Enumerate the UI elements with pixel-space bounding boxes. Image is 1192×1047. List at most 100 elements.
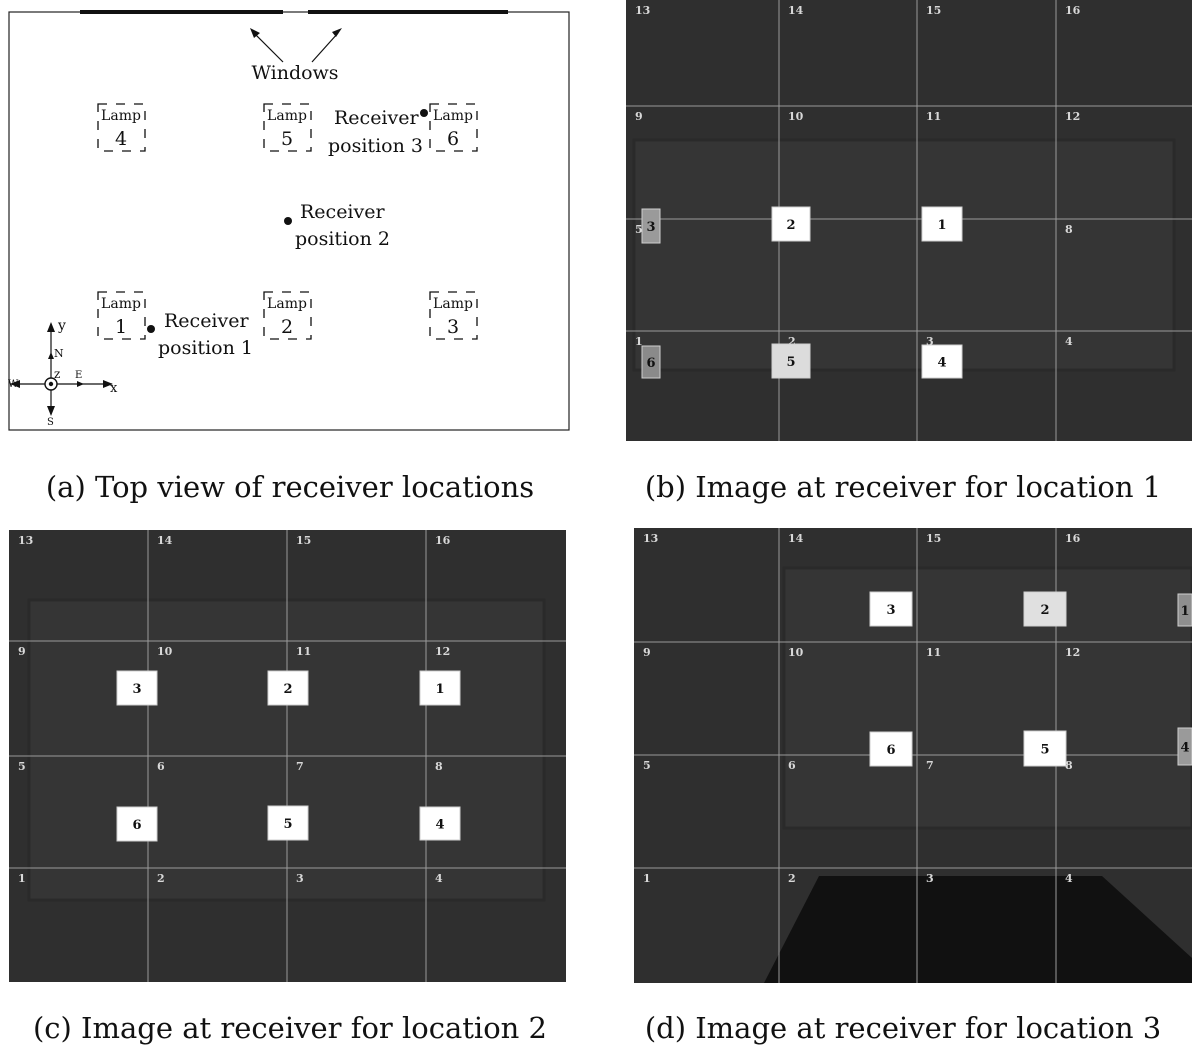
lamp-image-4: 4 — [419, 806, 461, 841]
grid-cell-number: 8 — [1065, 759, 1073, 772]
svg-text:5: 5 — [1040, 743, 1049, 758]
lamp-image-3: 3 — [869, 591, 913, 627]
lamp-image-2: 2 — [1023, 591, 1067, 627]
svg-text:position 2: position 2 — [295, 228, 390, 250]
grid-cell-number: 7 — [926, 759, 934, 772]
svg-text:4: 4 — [115, 128, 127, 150]
svg-text:2: 2 — [281, 316, 293, 338]
grid-cell-number: 11 — [296, 645, 311, 658]
svg-text:Receiver: Receiver — [334, 107, 419, 129]
svg-text:1: 1 — [1180, 604, 1189, 619]
svg-text:6: 6 — [132, 818, 141, 833]
svg-text:1: 1 — [435, 682, 444, 697]
caption-c: (c) Image at receiver for location 2 — [32, 1011, 548, 1045]
svg-text:position 1: position 1 — [158, 337, 253, 359]
grid-cell-number: 16 — [435, 534, 451, 547]
grid-cell-number: 5 — [18, 760, 26, 773]
lamp-5: Lamp 5 — [263, 103, 312, 152]
floor-shadow — [764, 876, 1192, 983]
lamp-image-6: 6 — [641, 345, 661, 379]
grid-cell-number: 11 — [926, 110, 941, 123]
grid-cell-number: 9 — [643, 646, 651, 659]
svg-text:Lamp: Lamp — [267, 108, 307, 124]
svg-text:S: S — [47, 417, 54, 428]
svg-text:1: 1 — [115, 316, 127, 338]
svg-text:Lamp: Lamp — [267, 296, 307, 312]
lamp-image-3: 3 — [116, 670, 158, 706]
lamp-image-2: 2 — [771, 206, 811, 242]
grid-cell-number: 12 — [1065, 110, 1080, 123]
svg-text:Lamp: Lamp — [433, 296, 473, 312]
lamp-image-1: 1 — [1177, 593, 1192, 627]
windows-label: Windows — [251, 62, 338, 84]
lamp-image-1: 1 — [921, 206, 963, 242]
svg-text:2: 2 — [1040, 603, 1049, 618]
receiver-position-3: Receiver position 3 — [328, 107, 428, 157]
svg-text:6: 6 — [447, 128, 459, 150]
svg-text:3: 3 — [132, 682, 141, 697]
compass-icon: y N z E x W S — [8, 318, 118, 428]
lamp-4: Lamp 4 — [97, 103, 146, 152]
grid-cell-number: 14 — [788, 532, 804, 545]
svg-text:5: 5 — [283, 817, 292, 832]
caption-d: (d) Image at receiver for location 3 — [644, 1011, 1162, 1045]
lamp-2: Lamp 2 — [263, 291, 312, 340]
grid-cell-number: 5 — [643, 759, 651, 772]
svg-text:Lamp: Lamp — [101, 296, 141, 312]
svg-text:1: 1 — [937, 218, 946, 233]
grid-cell-number: 16 — [1065, 532, 1081, 545]
svg-text:N: N — [54, 347, 64, 360]
grid-cell-number: 10 — [157, 645, 173, 658]
grid-cell-number: 13 — [18, 534, 33, 547]
grid-cell-number: 1 — [18, 872, 26, 885]
grid-cell-number: 9 — [18, 645, 26, 658]
svg-text:3: 3 — [646, 220, 655, 235]
svg-text:2: 2 — [283, 682, 292, 697]
svg-text:6: 6 — [886, 743, 895, 758]
grid-cell-number: 1 — [643, 872, 651, 885]
lamp-3: Lamp 3 — [429, 291, 478, 340]
lamp-image-6: 6 — [869, 731, 913, 767]
lamp-image-4: 4 — [1177, 727, 1192, 766]
lamp-image-5: 5 — [1023, 730, 1067, 767]
grid-cell-number: 13 — [635, 4, 650, 17]
svg-text:6: 6 — [646, 356, 655, 371]
grid-cell-number: 14 — [788, 4, 804, 17]
grid-cell-number: 10 — [788, 646, 804, 659]
grid-cell-number: 15 — [926, 532, 941, 545]
svg-text:4: 4 — [1180, 741, 1189, 756]
svg-text:y: y — [57, 318, 66, 334]
svg-text:5: 5 — [786, 355, 795, 370]
grid-cell-number: 14 — [157, 534, 173, 547]
grid-cell-number: 8 — [435, 760, 443, 773]
svg-text:x: x — [110, 381, 118, 396]
grid-cell-number: 3 — [296, 872, 304, 885]
lamp-image-4: 4 — [921, 344, 963, 379]
caption-b: (b) Image at receiver for location 1 — [644, 470, 1162, 504]
grid-cell-number: 15 — [296, 534, 311, 547]
svg-text:z: z — [54, 367, 60, 381]
svg-text:position 3: position 3 — [328, 135, 423, 157]
grid-cell-number: 6 — [157, 760, 165, 773]
receiver-position-1: Receiver position 1 — [147, 310, 253, 359]
grid-cell-number: 7 — [296, 760, 304, 773]
grid-cell-number: 2 — [157, 872, 165, 885]
top-view-diagram: Windows Lamp 4 Lamp 5 Lamp 6 Lamp 1 Lamp… — [8, 10, 570, 431]
grid-cell-number: 3 — [926, 872, 934, 885]
grid-cell-number: 11 — [926, 646, 941, 659]
grid-cell-number: 4 — [435, 872, 443, 885]
grid-cell-number: 2 — [788, 872, 796, 885]
grid-cell-number: 12 — [1065, 646, 1080, 659]
lamp-image-3: 3 — [641, 208, 661, 244]
grid-cell-number: 12 — [435, 645, 450, 658]
svg-text:4: 4 — [435, 818, 444, 833]
svg-text:2: 2 — [786, 218, 795, 233]
svg-text:5: 5 — [281, 128, 293, 150]
svg-text:Lamp: Lamp — [433, 108, 473, 124]
svg-text:E: E — [75, 370, 82, 381]
grid-cell-number: 10 — [788, 110, 804, 123]
grid-cell-number: 15 — [926, 4, 941, 17]
grid-cell-number: 5 — [635, 223, 643, 236]
grid-cell-number: 4 — [1065, 872, 1073, 885]
